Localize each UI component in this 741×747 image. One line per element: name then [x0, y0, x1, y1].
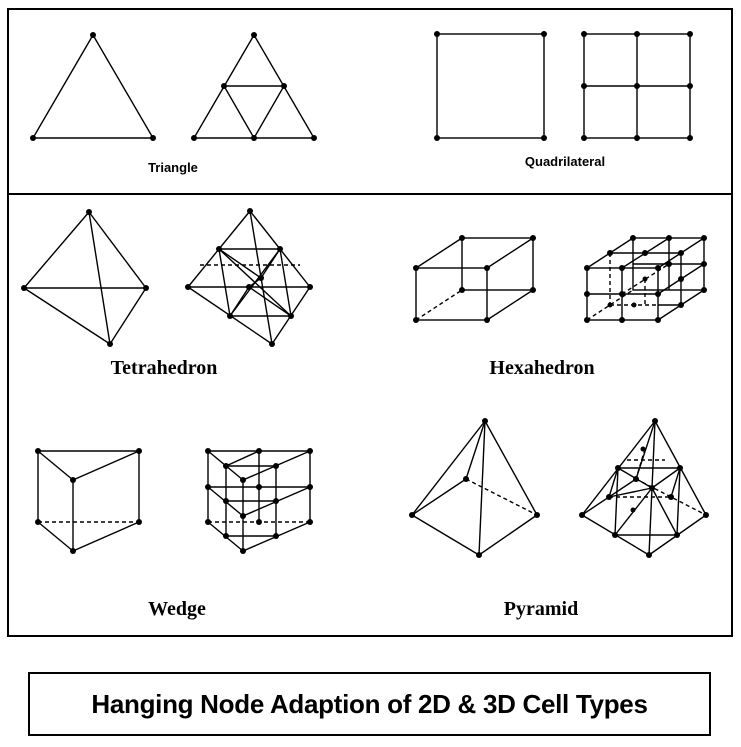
triangle-refined [191, 32, 317, 141]
hexahedron-label: Hexahedron [489, 357, 594, 379]
tetrahedron-refined [185, 208, 313, 347]
panel-3d [7, 193, 733, 637]
hexahedron-refined [584, 235, 707, 323]
caption-text: Hanging Node Adaption of 2D & 3D Cell Ty… [91, 688, 648, 719]
quad-refined [581, 31, 693, 141]
hexahedron-original [413, 235, 536, 323]
triangle-label: Triangle [148, 160, 198, 175]
wedge-label: Wedge [148, 598, 206, 620]
tetrahedron-label: Tetrahedron [111, 357, 218, 379]
caption-box: Hanging Node Adaption of 2D & 3D Cell Ty… [28, 672, 711, 736]
tetrahedron-original [21, 209, 149, 347]
wedge-refined [205, 448, 313, 554]
quad-original [434, 31, 547, 141]
panel-2d [7, 8, 733, 195]
pyramid-label: Pyramid [504, 598, 578, 620]
quadrilateral-label: Quadrilateral [525, 154, 605, 169]
pyramid-refined [579, 418, 709, 558]
pyramid-original [409, 418, 540, 558]
triangle-original [30, 32, 156, 141]
wedge-original [35, 448, 142, 554]
